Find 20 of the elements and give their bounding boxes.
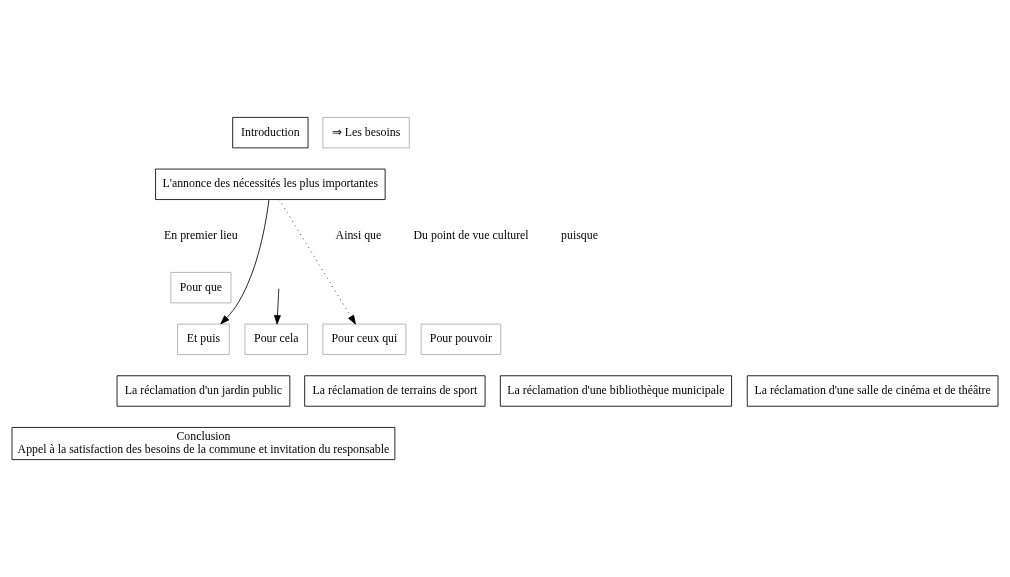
node-box: Conclusion Appel à la satisfaction des besoins de la commune et invitation du responsable [11, 427, 396, 461]
node-text: Ainsi que [335, 228, 382, 243]
node-text: En premier lieu [164, 228, 238, 243]
node-text: Du point de vue culturel [413, 228, 529, 243]
node-box: La réclamation de terrains de sport [304, 375, 486, 407]
node-text: puisque [561, 228, 598, 243]
node-box: Pour ceux qui [322, 323, 407, 355]
node-box: Pour que [170, 272, 232, 304]
node-box: Introduction [232, 116, 309, 149]
node-box: Pour cela [244, 323, 309, 355]
node-box: La réclamation d'une salle de cinéma et de théâtre [746, 375, 999, 407]
node-box: ⇒ Les besoins [322, 116, 410, 149]
arrow [278, 199, 356, 325]
node-box: Et puis [177, 323, 230, 355]
node-box: La réclamation d'un jardin public [116, 375, 291, 407]
arrow [220, 199, 270, 325]
node-box: L'annonce des nécessités les plus importantes [155, 168, 386, 200]
arrow [274, 288, 281, 325]
node-box: La réclamation d'une bibliothèque municipale [499, 375, 733, 407]
node-box: Pour pouvoir [420, 323, 502, 355]
